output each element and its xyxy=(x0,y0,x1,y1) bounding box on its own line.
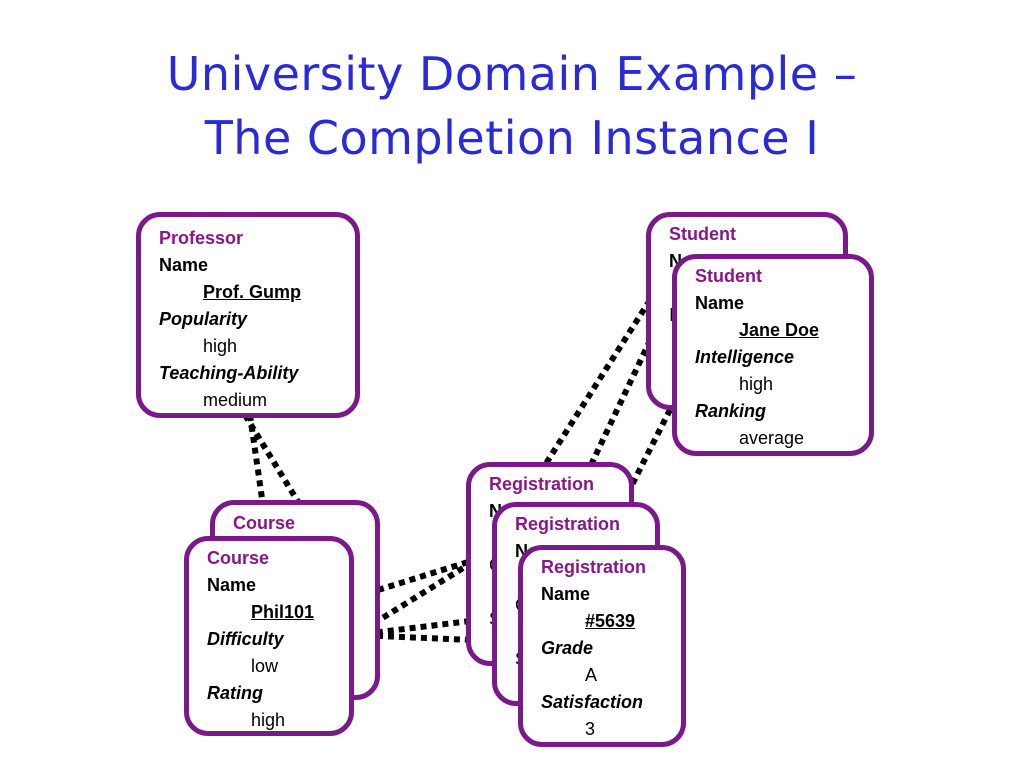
student-name-label: Name xyxy=(695,293,745,313)
registration-name-label: Name xyxy=(541,584,591,604)
course-difficulty-label: Difficulty xyxy=(207,629,284,649)
student-card[interactable]: Student Name Jane Doe Intelligence high … xyxy=(672,254,874,456)
course-difficulty-value: low xyxy=(251,656,279,676)
course-name-value: Phil101 xyxy=(251,602,315,622)
student-back-partial-2: I xyxy=(669,302,843,329)
professor-popularity-value: high xyxy=(203,336,238,356)
registration-class-label: Registration xyxy=(541,557,647,577)
professor-teaching-value: medium xyxy=(203,390,268,410)
registration-grade-value: A xyxy=(585,665,598,685)
student-ranking-value: average xyxy=(739,428,805,448)
slide-title: University Domain Example – The Completi… xyxy=(0,42,1024,170)
link-student-registration-back xyxy=(542,298,653,467)
professor-name-value: Prof. Gump xyxy=(203,282,301,302)
professor-class-label: Professor xyxy=(159,228,244,248)
course-name-label: Name xyxy=(207,575,257,595)
course-rating-value: high xyxy=(251,710,286,730)
course-card[interactable]: Course Name Phil101 Difficulty low Ratin… xyxy=(184,536,354,736)
student-ranking-label: Ranking xyxy=(695,401,767,421)
professor-teaching-label: Teaching-Ability xyxy=(159,363,299,383)
student-back-class-label: Student xyxy=(669,224,736,244)
registration-mid-class-label: Registration xyxy=(515,514,621,534)
student-intelligence-label: Intelligence xyxy=(695,347,795,367)
registration-grade-label: Grade xyxy=(541,638,594,658)
course-back-class-label: Course xyxy=(233,513,296,533)
professor-card[interactable]: Professor Name Prof. Gump Popularity hig… xyxy=(136,212,360,418)
title-line-1: University Domain Example – xyxy=(166,47,858,101)
professor-popularity-label: Popularity xyxy=(159,309,248,329)
registration-back-class-label: Registration xyxy=(489,474,595,494)
registration-satisfaction-value: 3 xyxy=(585,719,596,739)
title-line-2: The Completion Instance I xyxy=(204,111,820,165)
registration-card[interactable]: Registration Name #5639 Grade A Satisfac… xyxy=(518,545,686,747)
link-course-back-registration xyxy=(377,559,469,593)
course-rating-label: Rating xyxy=(207,683,263,703)
student-intelligence-value: high xyxy=(739,374,774,394)
registration-satisfaction-label: Satisfaction xyxy=(541,692,644,712)
professor-name-label: Name xyxy=(159,255,209,275)
course-class-label: Course xyxy=(207,548,270,568)
student-class-label: Student xyxy=(695,266,762,286)
registration-name-value: #5639 xyxy=(585,611,636,631)
student-name-value: Jane Doe xyxy=(739,320,820,340)
